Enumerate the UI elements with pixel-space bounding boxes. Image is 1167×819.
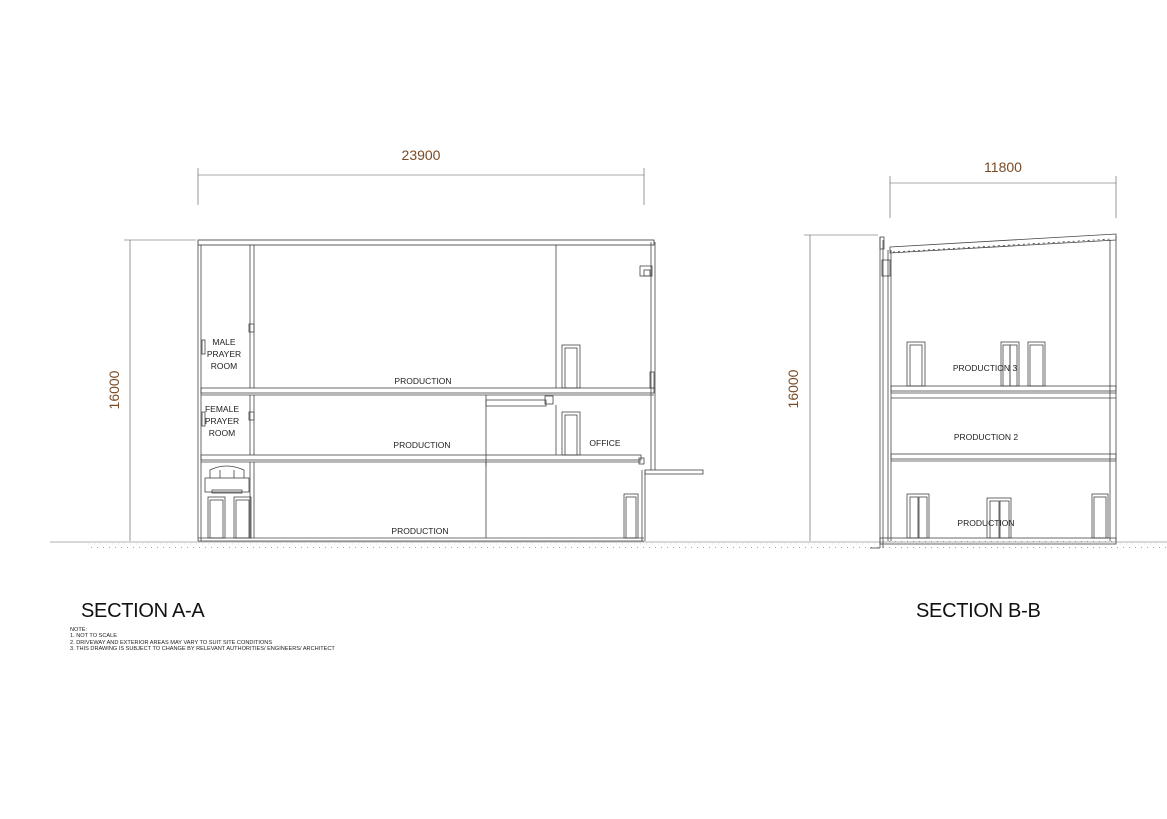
section-b-width-dimension [889, 176, 1117, 218]
section-b-height-dimension [804, 234, 878, 541]
section-b-drawing [804, 176, 1117, 549]
section-a-width-label: 23900 [402, 147, 441, 163]
section-a-width-dimension [197, 168, 645, 205]
section-b-height-label: 16000 [785, 369, 801, 408]
section-a-structure [197, 239, 704, 542]
svg-text:PRAYER: PRAYER [207, 349, 241, 359]
note-item: 3. THIS DRAWING IS SUBJECT TO CHANGE BY … [70, 645, 335, 652]
female-prayer-room-label: FEMALE PRAYER ROOM [205, 404, 239, 438]
svg-text:MALE: MALE [212, 337, 235, 347]
svg-text:FEMALE: FEMALE [205, 404, 239, 414]
office-label: OFFICE [589, 438, 620, 448]
note-item: 1. NOT TO SCALE [70, 633, 117, 640]
production-2-label: PRODUCTION 2 [954, 432, 1019, 442]
svg-text:ROOM: ROOM [209, 428, 235, 438]
svg-text:ROOM: ROOM [211, 361, 237, 371]
section-b-title: SECTION B-B [916, 600, 1041, 622]
section-a-drawing [50, 168, 1167, 549]
section-a-height-dimension [124, 239, 196, 541]
section-a-title: SECTION A-A [81, 600, 205, 622]
production-level-3-label: PRODUCTION [394, 376, 451, 386]
drawing-notes: NOTE: 1. NOT TO SCALE 2. DRIVEWAY AND EX… [70, 627, 335, 652]
production-3-label: PRODUCTION 3 [953, 363, 1018, 373]
production-level-1-label: PRODUCTION [391, 526, 448, 536]
svg-text:PRAYER: PRAYER [205, 416, 239, 426]
note-item: 2. DRIVEWAY AND EXTERIOR AREAS MAY VARY … [70, 639, 273, 646]
section-b-width-label: 11800 [984, 159, 1022, 175]
notes-heading: NOTE: [70, 627, 88, 633]
section-b-structure [870, 233, 1117, 549]
production-level-2-label: PRODUCTION [393, 440, 450, 450]
male-prayer-room-label: MALE PRAYER ROOM [207, 337, 241, 371]
section-a-height-label: 16000 [106, 370, 122, 409]
production-1-label: PRODUCTION [957, 518, 1014, 528]
